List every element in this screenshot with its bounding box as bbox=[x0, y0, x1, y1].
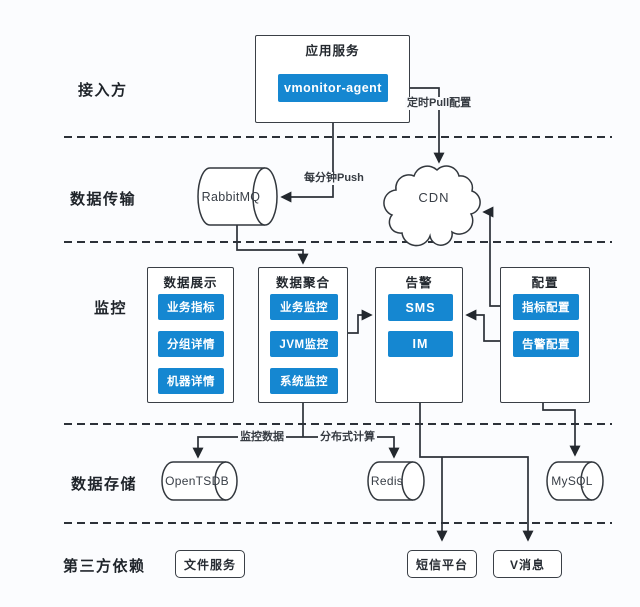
mysql-cylinder bbox=[546, 461, 592, 501]
opentsdb-cylinder-cap bbox=[214, 461, 238, 501]
node-jvm-monitor: JVM监控 bbox=[270, 331, 338, 357]
node-business-metrics: 业务指标 bbox=[158, 294, 224, 320]
panel-alert-title: 告警 bbox=[405, 276, 433, 290]
panel-config: 配置 指标配置 告警配置 bbox=[500, 267, 590, 403]
vmonitor-agent-node: vmonitor-agent bbox=[278, 74, 388, 102]
redis-cylinder-cap bbox=[401, 461, 425, 501]
node-system-monitor: 系统监控 bbox=[270, 368, 338, 394]
panel-data-display: 数据展示 业务指标 分组详情 机器详情 bbox=[147, 267, 234, 403]
panel-data-display-title: 数据展示 bbox=[163, 276, 218, 290]
node-v-message: V消息 bbox=[493, 550, 562, 578]
node-sms: SMS bbox=[388, 294, 453, 321]
opentsdb-cylinder bbox=[161, 461, 226, 501]
redis-label: Redis bbox=[370, 474, 404, 488]
rabbitmq-cylinder-cap bbox=[252, 167, 278, 226]
node-file-service: 文件服务 bbox=[175, 550, 245, 578]
edge-label-pull-config: 定时Pull配置 bbox=[405, 97, 474, 110]
arrow-agent-to-rabbitmq bbox=[280, 102, 334, 203]
cdn-cloud bbox=[383, 165, 481, 247]
panel-alert: 告警 SMS IM bbox=[375, 267, 463, 403]
arrow-alert-to-vmessage bbox=[419, 403, 534, 542]
node-machine-detail: 机器详情 bbox=[158, 368, 224, 394]
lane-label-storage: 数据存储 bbox=[71, 476, 138, 493]
lane-label-access: 接入方 bbox=[78, 82, 128, 99]
cdn-label: CDN bbox=[418, 190, 450, 205]
redis-cylinder bbox=[367, 461, 413, 501]
opentsdb-label: OpenTSDB bbox=[165, 474, 229, 488]
lane-separators bbox=[64, 136, 612, 524]
node-alert-config: 告警配置 bbox=[513, 331, 579, 357]
panel-data-aggregate-title: 数据聚合 bbox=[275, 276, 330, 290]
node-metric-config: 指标配置 bbox=[513, 294, 579, 320]
panel-data-aggregate: 数据聚合 业务监控 JVM监控 系统监控 bbox=[258, 267, 348, 403]
mysql-label: MySQL bbox=[551, 474, 593, 488]
arrow-aggregate-to-alert bbox=[348, 309, 373, 334]
rabbitmq-cylinder bbox=[197, 167, 265, 226]
edge-label-monitor-data: 监控数据 bbox=[238, 431, 286, 444]
arrow-config-to-mysql bbox=[542, 403, 581, 457]
node-im: IM bbox=[388, 331, 453, 357]
lane-label-monitor: 监控 bbox=[94, 300, 128, 317]
node-business-monitor: 业务监控 bbox=[270, 294, 338, 320]
arrow-rabbitmq-to-aggregate bbox=[236, 225, 309, 265]
panel-config-title: 配置 bbox=[531, 276, 559, 290]
mysql-cylinder-cap bbox=[580, 461, 604, 501]
app-service-title: 应用服务 bbox=[305, 44, 360, 58]
lane-label-transport: 数据传输 bbox=[70, 191, 137, 208]
lane-label-thirdparty: 第三方依赖 bbox=[63, 558, 146, 575]
edge-label-distributed-compute: 分布式计算 bbox=[318, 431, 377, 444]
arrow-alertconfig-to-alert bbox=[465, 309, 512, 342]
node-group-detail: 分组详情 bbox=[158, 331, 224, 357]
edge-label-push-per-minute: 每分钟Push bbox=[302, 172, 366, 185]
rabbitmq-label: RabbitMQ bbox=[201, 190, 261, 204]
node-sms-platform: 短信平台 bbox=[407, 550, 477, 578]
